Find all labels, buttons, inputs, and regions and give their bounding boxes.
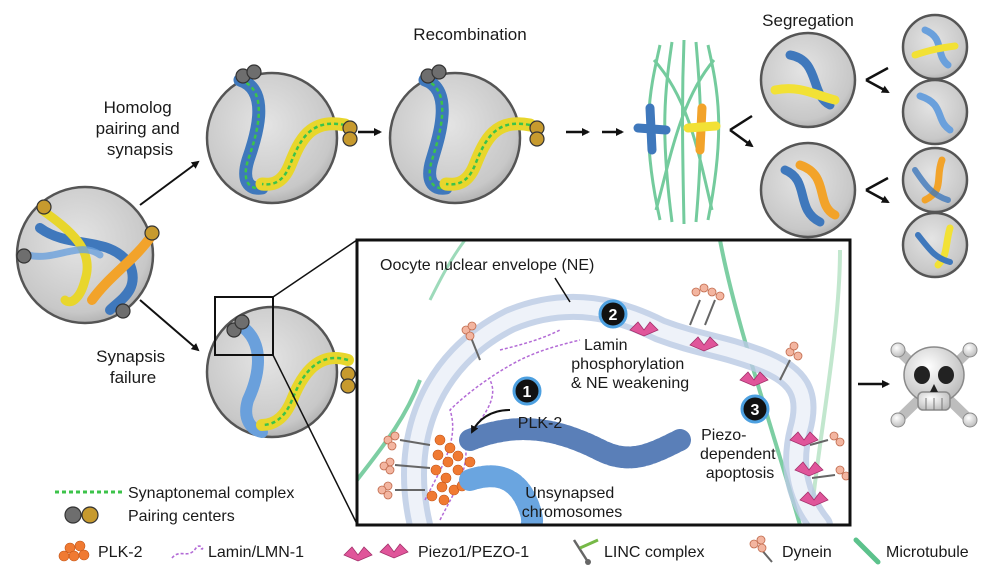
label-step-1: PLK-2 — [518, 415, 563, 432]
initial-nucleus — [15, 185, 160, 325]
inset-panel: Oocyte nuclear envelope (NE) 2 Lamin pho… — [355, 238, 852, 527]
zoom-line-bottom — [272, 354, 358, 525]
label-synapsis-failure: Synapsis failure — [96, 347, 170, 387]
zoom-box — [214, 296, 274, 356]
legend-linc-swatch — [572, 538, 599, 565]
legend-lamin-label: Lamin/LMN-1 — [208, 544, 304, 561]
pointer-plk2 — [471, 409, 511, 434]
gamete-nucleus-4 — [901, 211, 969, 279]
legend-plk2-swatch — [58, 540, 90, 562]
gamete-nucleus-1 — [901, 13, 969, 81]
label-homolog-pairing: Homolog pairing and synapsis — [96, 98, 185, 159]
legend-molecules: PLK-2 Lamin/LMN-1 Piezo1/PEZO-1 LINC com… — [58, 535, 969, 565]
label-nuclear-envelope: Oocyte nuclear envelope (NE) — [380, 257, 594, 274]
legend-microtubule-label: Microtubule — [886, 544, 969, 561]
segregation-nucleus-1 — [759, 31, 857, 129]
legend-microtubule-swatch — [853, 537, 881, 565]
label-unsynapsed: Unsynapsed chromosomes — [522, 485, 622, 521]
pairing-center-gray — [115, 303, 131, 319]
step-1-badge — [512, 376, 542, 406]
split-arrow — [729, 114, 752, 146]
pointer-envelope — [554, 277, 571, 303]
legend-lamin-swatch — [171, 545, 204, 559]
synapsed-nucleus — [205, 64, 358, 205]
step-3-badge — [740, 394, 770, 424]
segregation-nucleus-2 — [759, 141, 857, 239]
failed-synapsis-nucleus — [205, 305, 356, 439]
step-2-badge — [598, 299, 628, 329]
gamete-nucleus-2 — [901, 78, 969, 146]
bivalent-blue — [633, 103, 671, 155]
legend-linc-label: LINC complex — [604, 544, 704, 561]
legend-piezo-label: Piezo1/PEZO-1 — [418, 544, 529, 561]
bivalent-yellow — [683, 103, 721, 155]
arrow-to-failure — [139, 299, 200, 352]
pairing-center-gold — [144, 225, 160, 241]
legend-plk2-label: PLK-2 — [98, 544, 143, 561]
arrow-to-synapsis — [139, 160, 200, 206]
zoom-line-top — [272, 239, 358, 298]
legend-synaptonemal-label: Synaptonemal complex — [128, 485, 294, 502]
split-arrow — [865, 176, 888, 202]
label-step-2: Lamin phosphorylation & NE weakening — [571, 337, 689, 392]
step-1-number: 1 — [523, 384, 532, 401]
legend-pairing-label: Pairing centers — [128, 508, 235, 525]
label-segregation: Segregation — [762, 11, 854, 30]
gamete-nucleus-3 — [901, 146, 969, 214]
label-recombination: Recombination — [413, 25, 526, 44]
legend-dynein-label: Dynein — [782, 544, 832, 561]
pairing-center-gray — [16, 248, 32, 264]
split-arrow — [865, 66, 888, 92]
legend-piezo-swatch — [343, 543, 409, 562]
legend-structures: Synaptonemal complex Pairing centers — [55, 485, 294, 525]
pairing-center-gold — [36, 199, 52, 215]
step-3-number: 3 — [751, 402, 760, 419]
legend-pairing-gray — [64, 506, 82, 524]
step-2-number: 2 — [609, 307, 618, 324]
legend-dynein-swatch — [749, 535, 773, 563]
label-step-3: Piezo- dependent apoptosis — [700, 427, 780, 482]
legend-pairing-gold — [81, 506, 99, 524]
recombination-nucleus — [388, 64, 545, 205]
skull-crossbones-icon — [890, 342, 978, 428]
